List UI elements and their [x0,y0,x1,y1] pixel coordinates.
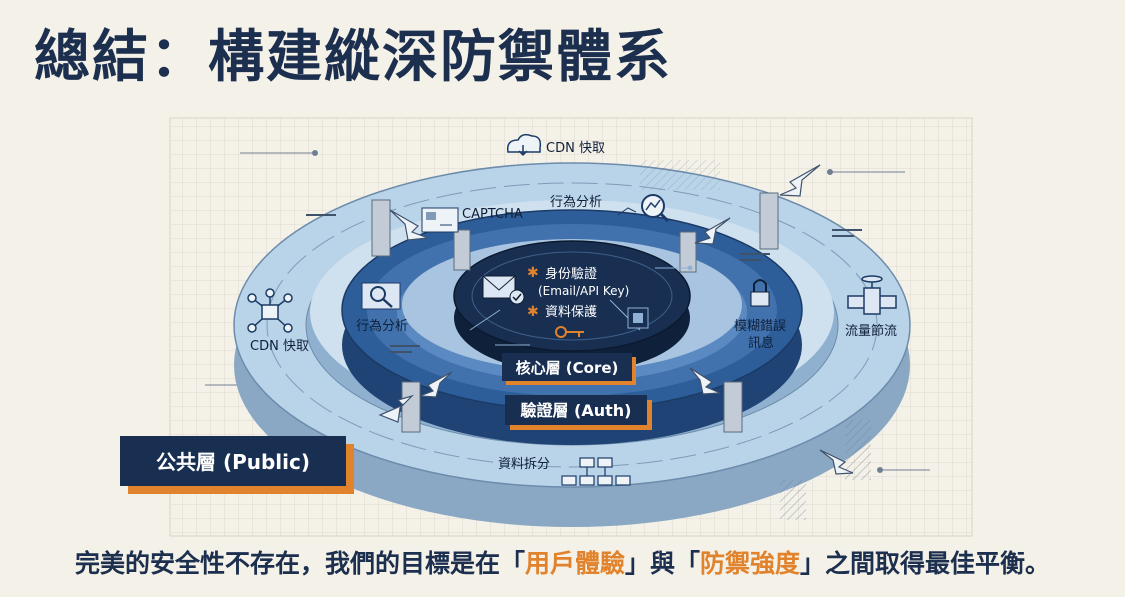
analytics-magnifier-icon [617,194,670,223]
data-split-label: 資料拆分 [498,457,550,472]
star-bullet-1: ✱ [527,265,539,281]
rate-limiting-label: 流量節流 [845,324,897,339]
behavior-analysis-label-top: 行為分析 [550,194,602,210]
gates [371,192,779,433]
public-layer-tag: 公共層 (Public) [120,436,354,494]
footer-summary: 完美的安全性不存在，我們的目標是在「用戶體驗」與「防禦強度」之間取得最佳平衡。 [0,546,1125,582]
auth-layer-label: 驗證層 (Auth) [520,401,631,420]
footer-text-middle: 」與「 [624,549,700,578]
chip-icon [627,307,649,329]
cloud-download-icon [506,133,542,157]
network-hub-icon [247,288,293,333]
footer-text-before: 完美的安全性不存在，我們的目標是在「 [74,549,525,578]
obscure-error-label-line2: 訊息 [748,335,774,351]
footer-highlight-defense: 防禦強度 [700,549,801,578]
envelope-check-icon [482,275,525,305]
footer-highlight-ux: 用戶體驗 [524,549,625,578]
star-bullet-2: ✱ [527,304,539,320]
core-item-identity: 身份驗證 [545,266,597,282]
core-item-data-protection: 資料保護 [545,304,597,320]
captcha-label: CAPTCHA [462,207,523,222]
behavior-analysis-label-left: 行為分析 [356,318,408,334]
page-title: 總結：構建縱深防禦體系 [34,25,672,90]
core-layer-tag: 核心層 (Core) [502,353,636,385]
hierarchy-icon [561,457,631,486]
dash-marks [306,214,862,353]
analytics-icon-left [361,282,401,310]
lock-icon [750,279,770,307]
core-layer-label: 核心層 (Core) [516,359,619,377]
cdn-cache-label-left: CDN 快取 [250,339,309,354]
core-item-email-api: (Email/API Key) [538,284,629,298]
arrows [378,164,854,475]
auth-layer-tag: 驗證層 (Auth) [505,395,652,430]
valve-icon [847,275,897,315]
footer-text-after: 」之間取得最佳平衡。 [800,549,1051,578]
obscure-error-label-line1: 模糊錯誤 [734,318,786,334]
cdn-cache-label-top: CDN 快取 [546,141,605,156]
key-icon [555,326,584,338]
public-layer-label: 公共層 (Public) [156,450,310,474]
captcha-icon [421,207,459,233]
